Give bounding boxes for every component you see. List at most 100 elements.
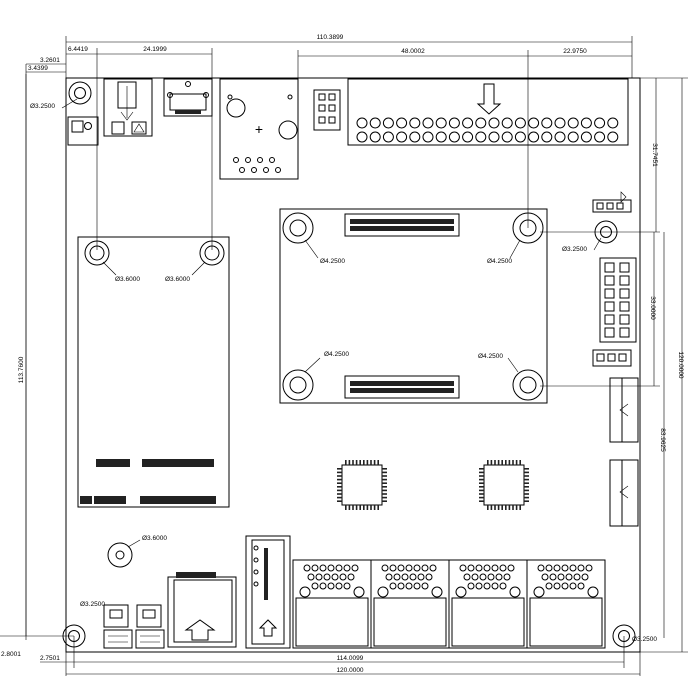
rj45-pin xyxy=(351,564,359,572)
gpio-pin xyxy=(567,117,579,129)
rj45-led xyxy=(353,586,365,598)
rj45-pin xyxy=(495,573,503,581)
rj45-pin xyxy=(417,573,425,581)
qfp-pin xyxy=(359,460,361,465)
mount-hole-top-left: Ø3.2500 xyxy=(30,81,92,110)
qfp-chip-left xyxy=(337,460,387,510)
qfp-pin xyxy=(382,500,387,502)
debug-header xyxy=(599,257,637,343)
dim-120-0000-vertical: 120.0000 xyxy=(677,351,684,378)
gpio-pin xyxy=(594,117,606,129)
qfp-pin xyxy=(337,471,342,474)
qfp-chip-right xyxy=(479,460,529,510)
rj45-pin xyxy=(311,582,319,590)
qfp-pin xyxy=(515,505,518,510)
dim-114-0099: 114.0099 xyxy=(337,655,364,662)
label-som-top-right: Ø4.2500 xyxy=(487,258,512,265)
plus-icon: + xyxy=(255,121,263,137)
gpio-pin xyxy=(396,117,408,129)
qfp-pin xyxy=(382,482,387,484)
debug-pin xyxy=(604,288,615,299)
rj45-pin xyxy=(581,573,589,581)
gpio-pin xyxy=(382,117,394,129)
debug-pin xyxy=(619,327,630,338)
qfp-pin xyxy=(479,493,484,495)
rj45-pin xyxy=(397,564,405,572)
gpio-pin xyxy=(514,131,526,143)
qfp-pin xyxy=(382,496,387,499)
rj45-led xyxy=(431,586,443,598)
qfp-pin xyxy=(373,460,376,465)
fpc-connector-upper xyxy=(609,377,639,443)
rj45-pin xyxy=(425,573,433,581)
rj45-led xyxy=(299,586,311,598)
sim-hole: Ø3.6000 xyxy=(107,535,167,568)
qfp-pin xyxy=(382,468,387,470)
rj45-pin xyxy=(561,582,569,590)
dim-3-4399: 3.4399 xyxy=(28,65,48,72)
gpio-pin xyxy=(514,117,526,129)
qfp-pin xyxy=(352,460,354,465)
rj45-led xyxy=(377,586,389,598)
mount-hole-bottom-right: Ø3.2500 xyxy=(612,624,657,648)
gpio-pin xyxy=(435,131,447,143)
rj45-pin xyxy=(319,564,327,572)
rj45-pin xyxy=(405,564,413,572)
rj45-pin xyxy=(413,564,421,572)
top-dimensions: 110.3899 24.1999 6.4419 48.0002 22.9750 … xyxy=(25,34,633,640)
rj45-pin xyxy=(553,582,561,590)
qfp-pin xyxy=(366,460,369,465)
switch-buttons xyxy=(103,604,165,649)
qfp-pin xyxy=(490,505,493,510)
rj45-pin xyxy=(315,573,323,581)
label-minipcie-left: Ø3.6000 xyxy=(115,276,140,283)
rj45-pin xyxy=(339,573,347,581)
rj45-pin xyxy=(499,564,507,572)
qfp-pin xyxy=(497,505,500,510)
gpio-pin xyxy=(462,117,474,129)
qfp-pin xyxy=(355,460,358,465)
rj45-led xyxy=(533,586,545,598)
qfp-pin xyxy=(524,500,529,502)
rj45-pin xyxy=(561,564,569,572)
rj45-pin xyxy=(483,582,491,590)
gpio-pin xyxy=(541,117,553,129)
rj45-pin xyxy=(491,582,499,590)
qfp-pin xyxy=(348,505,351,510)
debug-pin xyxy=(604,301,615,312)
rj45-top: + xyxy=(219,78,299,180)
rj45-pin xyxy=(413,582,421,590)
qfp-pin xyxy=(479,468,484,470)
label-sim-hole: Ø3.6000 xyxy=(142,535,167,542)
debug-pin xyxy=(604,327,615,338)
rj45-pin xyxy=(577,564,585,572)
rj45-pin xyxy=(585,564,593,572)
label-mount-bottom-right: Ø3.2500 xyxy=(632,636,657,643)
rj45-pin xyxy=(471,573,479,581)
dim-2-8001: 2.8001 xyxy=(1,651,21,658)
gpio-pin xyxy=(448,131,460,143)
rj45-pin xyxy=(307,573,315,581)
qfp-pin xyxy=(337,482,342,484)
gpio-pin xyxy=(409,131,421,143)
dim-22-9750: 22.9750 xyxy=(563,48,587,55)
rj45-pin xyxy=(537,564,545,572)
gpio-pin xyxy=(369,131,381,143)
qfp-pin xyxy=(337,493,342,495)
qfp-pin xyxy=(479,486,484,488)
rj45-pin xyxy=(553,564,561,572)
qfp-pin xyxy=(490,460,493,465)
qfp-pin xyxy=(337,478,342,481)
qfp-pin xyxy=(505,460,507,465)
rj45-pin xyxy=(479,573,487,581)
gpio-pin xyxy=(607,131,619,143)
small-terminal-connector xyxy=(67,116,99,146)
gpio-pin xyxy=(356,131,368,143)
qfp-pin xyxy=(377,460,379,465)
qfp-pin xyxy=(479,478,484,481)
gpio-pin xyxy=(356,117,368,129)
qfp-pin xyxy=(479,471,484,474)
debug-pin xyxy=(604,262,615,273)
gpio-pin xyxy=(435,117,447,129)
rj45-pin xyxy=(467,564,475,572)
